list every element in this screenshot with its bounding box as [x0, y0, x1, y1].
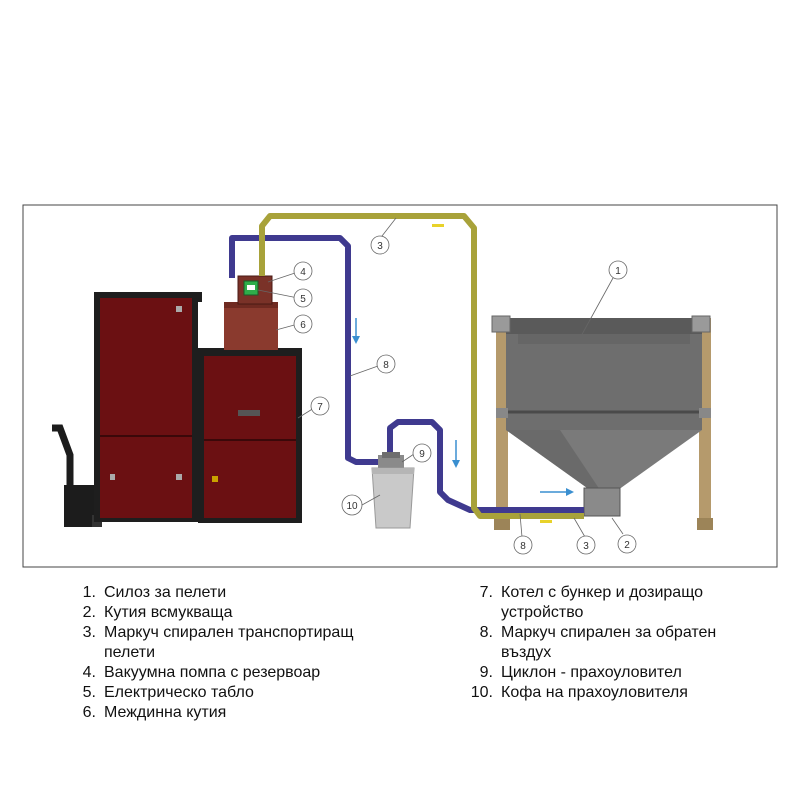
- callout-marker: 9: [412, 443, 432, 463]
- legend-number: 1.: [82, 584, 96, 601]
- legend-text: Вакуумна помпа с резервоар: [104, 664, 321, 681]
- legend-item: 6. Междинна кутия: [66, 703, 396, 723]
- flow-arrows: [352, 224, 574, 523]
- legend-item: 4. Вакуумна помпа с резервоар: [66, 663, 396, 683]
- legend-item: 9. Циклон - прахоуловител: [463, 663, 763, 683]
- cyclone-dust-collector: [378, 452, 404, 469]
- legend-right-column: 7. Котел с бункер и дозиращо устройство 8…: [463, 583, 763, 703]
- callout-marker: 6: [293, 314, 313, 334]
- suction-box: [583, 487, 621, 517]
- callout-markers: 1 2 3 3 4 5 6 7 8 8 9 10: [293, 235, 637, 555]
- legend-item: 3. Маркуч спирален транспортиращ пелети: [66, 623, 396, 663]
- callout-number: 5: [300, 294, 306, 305]
- legend-text: Котел с бункер и дозиращо устройство: [501, 584, 704, 621]
- callout-marker: 8: [376, 354, 396, 374]
- legend-number: 8.: [479, 624, 493, 641]
- callout-number: 1: [615, 266, 621, 277]
- callout-marker: 2: [617, 534, 637, 554]
- legend-number: 3.: [82, 624, 96, 641]
- legend-number: 9.: [479, 664, 493, 681]
- legend-number: 4.: [82, 664, 96, 681]
- callout-number: 7: [317, 402, 323, 413]
- callout-marker: 3: [370, 235, 390, 255]
- legend-item: 5. Електрическо табло: [66, 683, 396, 703]
- legend-item: 1. Силоз за пелети: [66, 583, 396, 603]
- legend-text: Кофа на прахоуловителя: [501, 684, 688, 701]
- legend-number: 6.: [82, 704, 96, 721]
- legend-item: 7. Котел с бункер и дозиращо устройство: [463, 583, 763, 623]
- callout-number: 6: [300, 320, 306, 331]
- system-diagram: 1 2 3 3 4 5 6 7 8 8 9 10: [22, 204, 778, 568]
- legend-text: Маркуч спирален транспортиращ пелети: [104, 624, 354, 661]
- callout-number: 2: [624, 540, 630, 551]
- callout-number: 4: [300, 267, 306, 278]
- callout-marker: 8: [513, 535, 533, 555]
- legend-text: Междинна кутия: [104, 704, 227, 721]
- legend-number: 2.: [82, 604, 96, 621]
- pellet-silo: [491, 315, 713, 530]
- pellet-transport-hose: [259, 213, 584, 519]
- legend-left-column: 1. Силоз за пелети 2. Кутия всмукваща 3. Ма…: [66, 583, 396, 723]
- callout-number: 10: [346, 501, 358, 512]
- callout-marker: 4: [293, 261, 313, 281]
- intermediate-box: [224, 302, 278, 350]
- legend-text: Електрическо табло: [104, 684, 254, 701]
- boiler-with-hopper: [52, 275, 302, 527]
- legend-number: 10.: [470, 684, 493, 701]
- legend-text: Маркуч спирален за обратен въздух: [501, 624, 717, 661]
- return-air-hose: [229, 235, 584, 513]
- callout-number: 8: [520, 541, 526, 552]
- callout-number: 3: [377, 241, 383, 252]
- callout-marker: 3: [576, 535, 596, 555]
- legend-number: 5.: [82, 684, 96, 701]
- legend-item: 8. Маркуч спирален за обратен въздух: [463, 623, 763, 663]
- callout-marker: 5: [293, 288, 313, 308]
- legend-text: Кутия всмукваща: [104, 604, 233, 621]
- legend-text: Силоз за пелети: [104, 584, 227, 601]
- legend-number: 7.: [479, 584, 493, 601]
- callout-number: 8: [383, 360, 389, 371]
- legend-text: Циклон - прахоуловител: [501, 664, 682, 681]
- dust-bucket: [371, 467, 415, 529]
- legend-item: 10. Кофа на прахоуловителя: [463, 683, 763, 703]
- callout-marker: 10: [341, 494, 363, 516]
- callout-marker: 1: [608, 260, 628, 280]
- legend-item: 2. Кутия всмукваща: [66, 603, 396, 623]
- callout-marker: 7: [310, 396, 330, 416]
- callout-number: 3: [583, 541, 589, 552]
- callout-number: 9: [419, 449, 425, 460]
